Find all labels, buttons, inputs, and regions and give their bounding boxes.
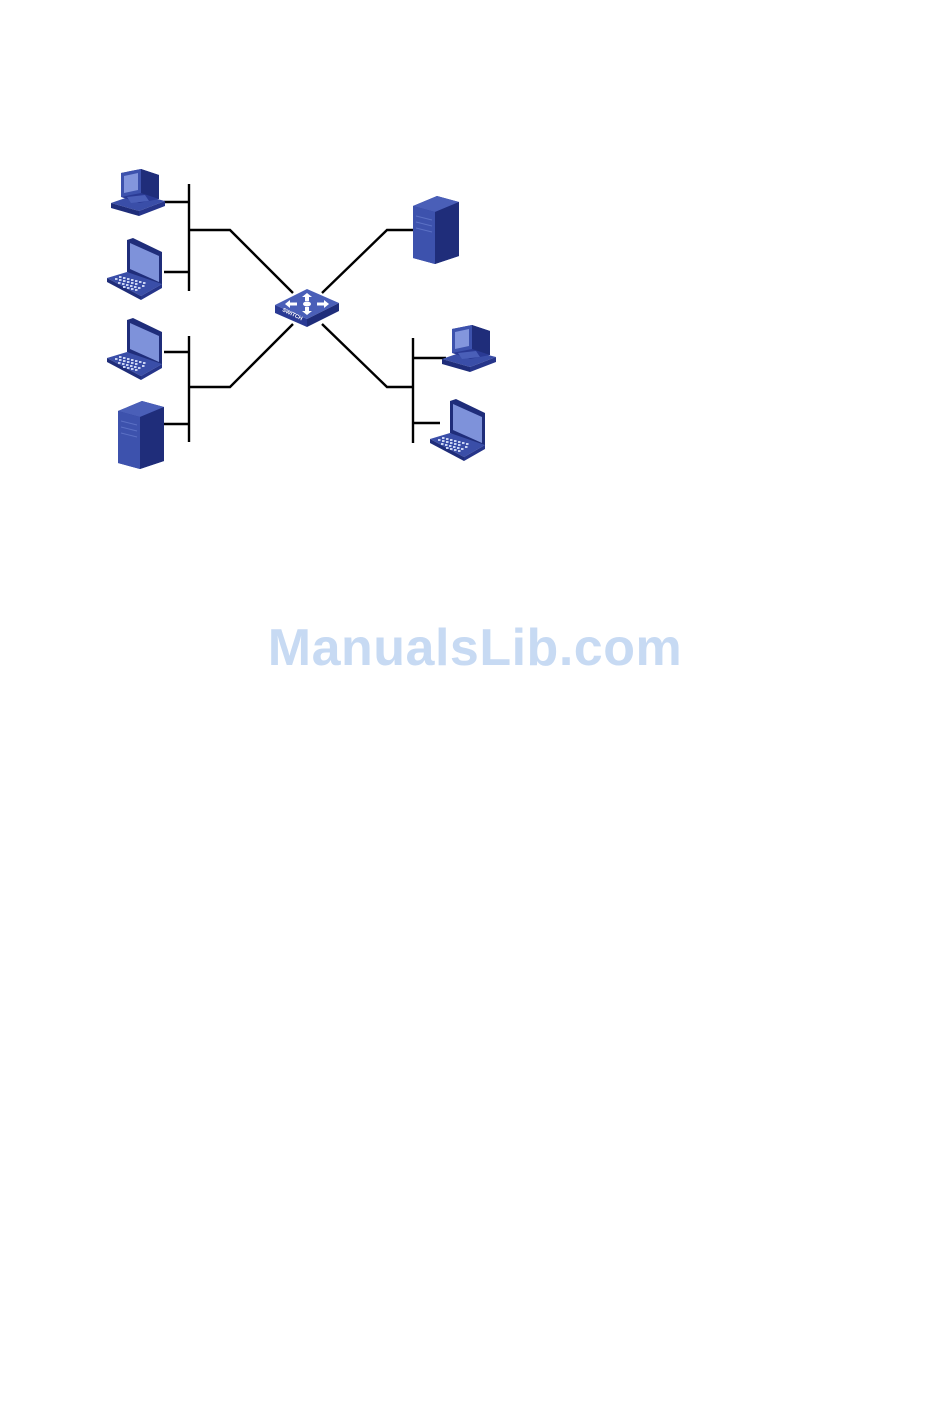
laptop-icon	[430, 399, 485, 461]
server-icon	[118, 401, 164, 469]
watermark: ManualsLib.com	[0, 618, 950, 678]
laptop-icon	[107, 238, 162, 300]
link-top-left	[189, 230, 293, 293]
link-top-right	[322, 230, 418, 293]
server-icon	[413, 196, 459, 264]
switch-icon: SWITCH	[275, 289, 339, 327]
desktop-pc-icon	[111, 169, 165, 216]
link-bottom-left	[189, 324, 293, 387]
laptop-icon	[107, 318, 162, 380]
desktop-pc-icon	[442, 325, 496, 372]
link-bottom-right	[322, 324, 413, 387]
